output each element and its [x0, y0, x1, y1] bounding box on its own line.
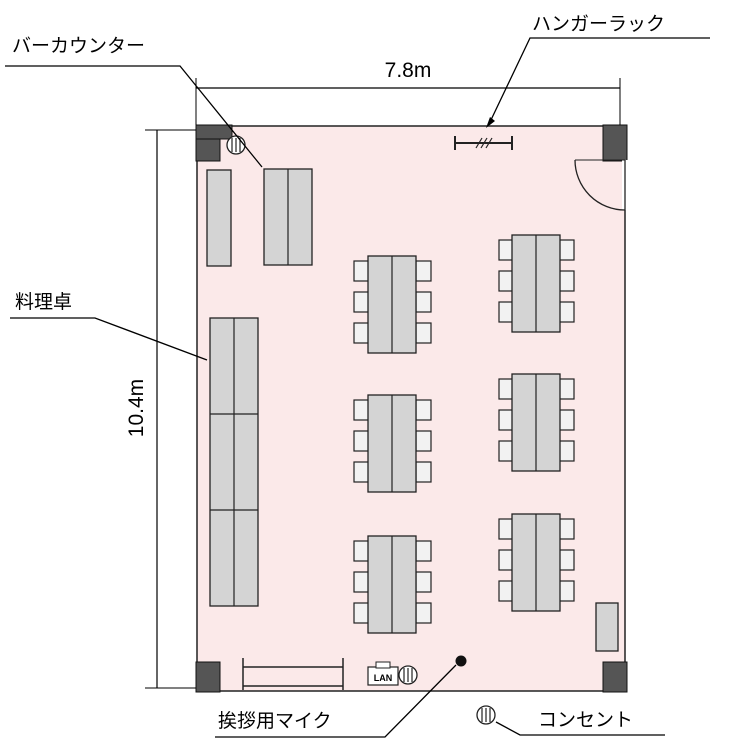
- outlet-icon: [226, 135, 246, 155]
- hanger-rack-leader: [489, 37, 710, 123]
- speech-mic-leader: [215, 664, 457, 738]
- bottom-bench: [242, 658, 344, 690]
- wall-corner-bottom-left: [195, 661, 221, 693]
- outlet-legend-icon: [476, 705, 496, 725]
- bar-counter: [206, 168, 313, 267]
- bar-counter-leader: [5, 65, 263, 168]
- cooking-table-leader: [10, 317, 208, 361]
- door: [574, 159, 628, 211]
- speech-mic-label: 挨拶用マイク: [218, 710, 332, 732]
- dining-table-3: [353, 535, 432, 634]
- cabinet: [595, 602, 619, 652]
- dining-table-1: [353, 255, 432, 354]
- dining-table-4: [498, 234, 575, 333]
- cooking-table: [209, 317, 259, 607]
- width-dimension-label: 7.8m: [385, 59, 432, 82]
- wall-corner-top-left-cap: [195, 124, 233, 140]
- lan-label: LAN: [374, 673, 393, 683]
- hanger-rack: [454, 136, 513, 150]
- wall-corner-top-right: [602, 124, 628, 162]
- width-dimension: 7.8m: [195, 59, 621, 125]
- lan-port: LAN: [367, 661, 399, 686]
- dining-table-6: [498, 513, 575, 612]
- outlet-label: コンセント: [538, 709, 633, 731]
- wall-corner-bottom-right: [602, 661, 628, 693]
- bar-counter-label: バーカウンター: [12, 35, 145, 57]
- cooking-table-label: 料理卓: [15, 291, 72, 313]
- outlet-icon-bottom: [398, 665, 418, 685]
- mic-position-marker: [455, 655, 467, 667]
- hanger-rack-label: ハンガーラック: [532, 13, 665, 35]
- height-dimension: 10.4m: [125, 129, 196, 689]
- height-dimension-label: 10.4m: [125, 379, 148, 437]
- dining-table-5: [498, 373, 575, 472]
- hanger-rack-arrow: [486, 117, 495, 128]
- outlet-leader: [495, 721, 665, 736]
- dining-table-2: [353, 394, 432, 493]
